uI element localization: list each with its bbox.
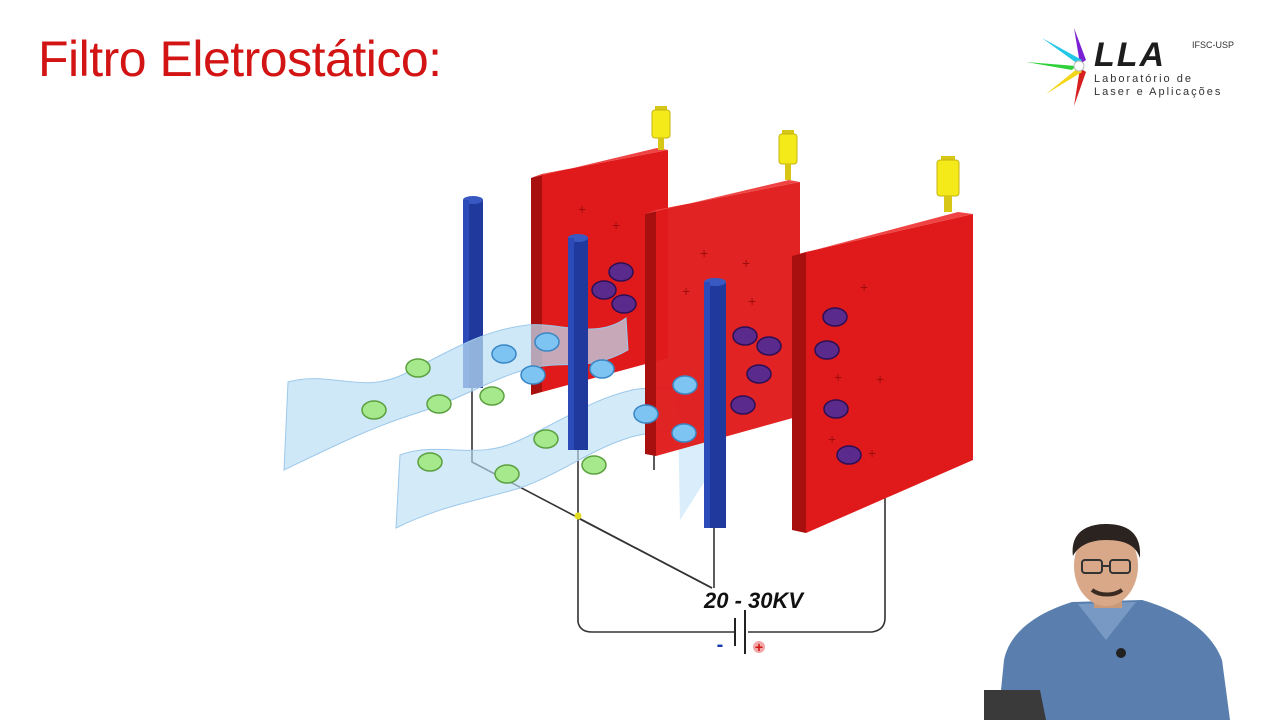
svg-text:+: +: [578, 201, 586, 217]
lla-logo: LLA IFSC-USP Laboratório de Laser e Apli…: [1022, 24, 1272, 110]
star-logo-icon: [1026, 28, 1086, 106]
svg-text:+: +: [700, 245, 708, 261]
svg-text:+: +: [876, 371, 884, 387]
svg-text:+: +: [834, 369, 842, 385]
svg-text:+: +: [860, 279, 868, 295]
svg-text:+: +: [612, 217, 620, 233]
svg-text:+: +: [748, 293, 756, 309]
svg-text:+: +: [742, 255, 750, 271]
presenter-video: [984, 524, 1230, 720]
battery-positive-sign: +: [755, 639, 763, 655]
svg-text:+: +: [868, 445, 876, 461]
svg-text:+: +: [682, 283, 690, 299]
battery-positive-marker: [753, 641, 765, 653]
discharge-electrode-3: [704, 278, 726, 528]
svg-text:+: +: [828, 431, 836, 447]
battery-negative-sign: -: [717, 634, 724, 656]
battery-icon: [734, 610, 746, 654]
logo-line-2: Laser e Aplicações: [1094, 86, 1223, 98]
insulator-3: [936, 156, 960, 212]
logo-line-1: Laboratório de: [1094, 73, 1193, 85]
neutral-particles: [361, 358, 607, 484]
insulator-2: [778, 130, 798, 180]
slide-title: Filtro Eletrostático:: [38, 31, 442, 87]
voltage-label: 20 - 30KV: [704, 588, 804, 613]
insulator-1: [651, 106, 671, 150]
discharge-electrode-2: [568, 234, 588, 450]
collected-particles: [591, 262, 862, 465]
logo-institution: IFSC-USP: [1192, 40, 1235, 50]
charged-particles: [491, 332, 698, 443]
collector-plate-3: + + + + +: [792, 212, 973, 533]
logo-letters: LLA: [1094, 36, 1167, 74]
wire-junction: [574, 512, 582, 520]
